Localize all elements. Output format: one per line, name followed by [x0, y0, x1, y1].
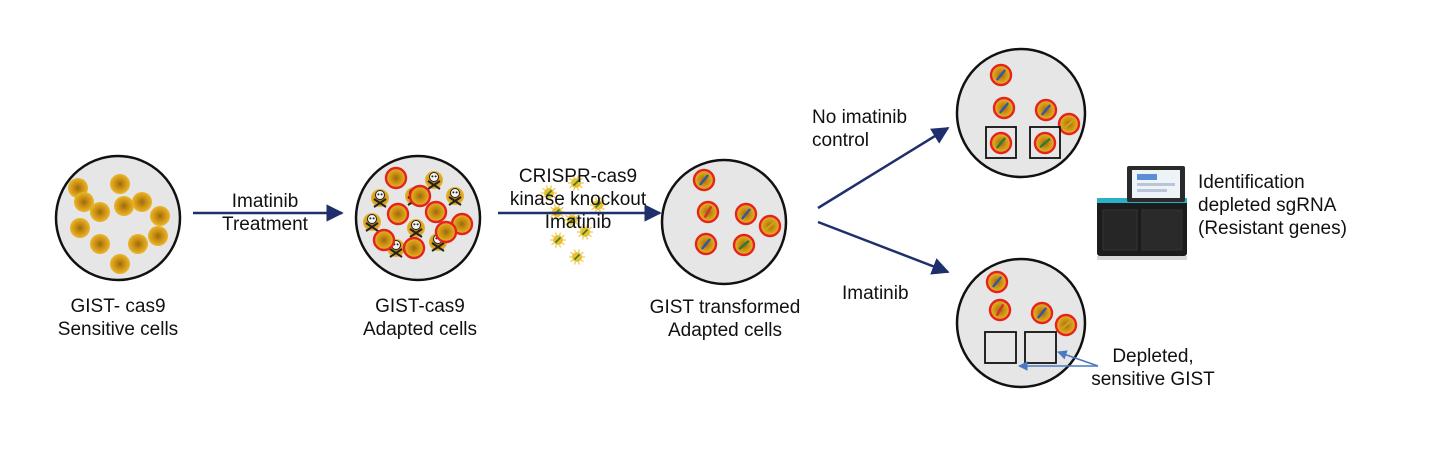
- sequencer-machine-icon: [1097, 166, 1187, 260]
- skull-crossbones-icon: [407, 219, 425, 238]
- sensitive-cell: [114, 196, 134, 216]
- adapted-cell: [692, 168, 716, 192]
- sgrna-virus-particle: [569, 249, 585, 265]
- sgrna-virus-particle: [550, 232, 566, 248]
- skull-crossbones-icon: [425, 171, 443, 190]
- adapted-cell: [384, 166, 408, 190]
- depleted-pointer-arrows: [1018, 350, 1099, 371]
- adapted-cell: [424, 200, 448, 224]
- dish-adapted-cells: [354, 154, 482, 282]
- adapted-cell: [1030, 301, 1054, 325]
- adapted-cell: [988, 298, 1012, 322]
- sensitive-cell: [128, 234, 148, 254]
- dish-imatinib: [955, 257, 1087, 389]
- sensitive-cell: [90, 234, 110, 254]
- adapted-cell: [408, 184, 432, 208]
- label-adapted-cells: GIST-cas9 Adapted cells: [362, 296, 478, 340]
- adapted-cell: [1057, 112, 1081, 136]
- adapted-cell: [694, 232, 718, 256]
- adapted-cell: [1034, 98, 1058, 122]
- adapted-cell: [992, 96, 1016, 120]
- label-treatment-arrow: Imatinib Treatment: [222, 191, 308, 235]
- label-transformed-cells: GIST transformed Adapted cells: [649, 297, 801, 341]
- skull-crossbones-icon: [363, 213, 381, 232]
- sensitive-cell: [132, 192, 152, 212]
- adapted-cell: [985, 270, 1009, 294]
- depleted-box: [1024, 331, 1057, 364]
- sgrna-virus-particle: [541, 185, 557, 201]
- arrow-imatinib: [817, 220, 950, 275]
- sgrna-virus-particle: [568, 175, 584, 191]
- sgrna-virus-particle: [590, 197, 606, 213]
- adapted-cell: [372, 228, 396, 252]
- dish-control: [955, 47, 1087, 179]
- label-sensitive-cells: GIST- cas9 Sensitive cells: [57, 296, 179, 340]
- sensitive-cell: [90, 202, 110, 222]
- sgrna-virus-icon: [541, 175, 606, 265]
- label-depleted: Depleted, sensitive GIST: [1091, 346, 1215, 390]
- dish-sensitive-cells: [54, 154, 182, 282]
- sensitive-cell: [148, 226, 168, 246]
- sensitive-cell: [150, 206, 170, 226]
- label-crispr-arrow: CRISPR-cas9 kinase knockout Imatinib: [509, 166, 647, 233]
- sensitive-cell: [70, 218, 90, 238]
- adapted-cell: [402, 236, 426, 260]
- adapted-cell: [1054, 313, 1078, 337]
- sensitive-cell: [110, 254, 130, 274]
- sensitive-cell: [74, 192, 94, 212]
- skull-crossbones-icon: [371, 189, 389, 208]
- adapted-cell: [734, 202, 758, 226]
- adapted-cell: [434, 220, 458, 244]
- label-control-arrow: No imatinib control: [812, 107, 908, 151]
- adapted-cell: [1033, 131, 1057, 155]
- adapted-cell: [732, 233, 756, 257]
- sgrna-virus-particle: [577, 224, 593, 240]
- label-identification: Identification depleted sgRNA (Resistant…: [1198, 172, 1347, 239]
- skull-crossbones-icon: [446, 187, 464, 206]
- arrow-control: [817, 126, 950, 210]
- adapted-cell: [989, 63, 1013, 87]
- dish-transformed-cells: [660, 158, 788, 286]
- sensitive-cell: [110, 174, 130, 194]
- label-imatinib-arrow: Imatinib: [842, 283, 909, 304]
- depleted-box: [984, 331, 1017, 364]
- adapted-cell: [758, 214, 782, 238]
- adapted-cell: [696, 200, 720, 224]
- adapted-cell: [386, 202, 410, 226]
- adapted-cell: [989, 131, 1013, 155]
